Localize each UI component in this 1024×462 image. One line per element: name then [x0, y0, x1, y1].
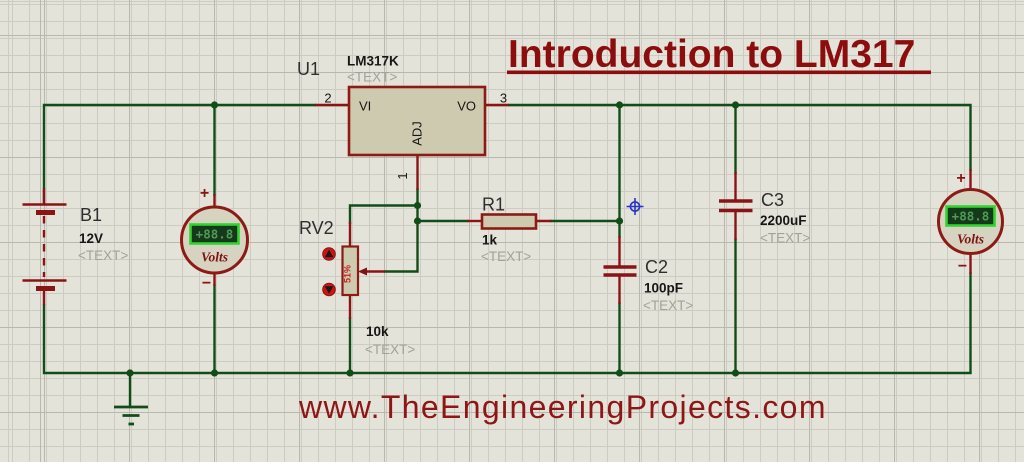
voltmeter-left-display: [189, 223, 240, 245]
wire-adj[interactable]: [384, 188, 419, 273]
junction-dot: [615, 369, 624, 377]
u1-pin-name-vo: VO: [457, 99, 476, 114]
rv2-body[interactable]: [341, 245, 360, 297]
voltmeter-right-plus-sign: +: [956, 170, 965, 187]
capacitor-c2[interactable]: C2 100pF <TEXT>: [603, 236, 694, 313]
r1-value-label: 1k: [482, 233, 498, 248]
c2-value-label: 100pF: [644, 281, 683, 296]
r1-body[interactable]: [480, 213, 538, 230]
junction-dot: [731, 101, 740, 109]
u1-pin-number-1: 1: [395, 172, 410, 179]
battery-b1[interactable]: B1 12V <TEXT>: [22, 188, 129, 305]
junction-dots: [126, 101, 740, 377]
rv2-text-placeholder: <TEXT>: [365, 342, 415, 357]
rv2-ref-label: RV2: [299, 218, 334, 238]
rv2-wiper-arrowhead: [358, 267, 367, 276]
ground-symbol[interactable]: [114, 373, 148, 426]
origin-marker: [626, 198, 644, 215]
rv2-value-label: 10k: [366, 324, 389, 339]
rv2-wiper-percent: 51%: [343, 265, 353, 283]
wire-rv2-top[interactable]: [348, 204, 418, 225]
battery-text-placeholder: <TEXT>: [78, 248, 128, 263]
voltmeter-right-unit-label: Volts: [957, 232, 984, 247]
page-title-underline: [507, 70, 931, 75]
voltmeter-right-display: [945, 205, 996, 227]
wires: [42, 103, 972, 375]
c3-text-placeholder: <TEXT>: [760, 231, 810, 246]
voltmeter-left-plus-sign: +: [200, 185, 209, 202]
junction-dot: [615, 217, 624, 225]
voltmeter-right-reading: +88.8: [952, 209, 990, 224]
r1-text-placeholder: <TEXT>: [481, 249, 531, 264]
junction-dot: [210, 369, 219, 377]
junction-dot: [413, 201, 422, 210]
voltmeter-left-reading: +88.8: [196, 227, 234, 242]
voltmeter-left-unit-label: Volts: [201, 250, 228, 265]
c2-text-placeholder: <TEXT>: [643, 298, 693, 313]
potentiometer-rv2[interactable]: 51% RV2 10k <TEXT>: [299, 218, 415, 357]
regulator-u1[interactable]: VI VO ADJ 2 3 1 U1 LM317K <TEXT>: [297, 54, 509, 191]
u1-pin-name-adj: ADJ: [410, 121, 425, 146]
voltmeter-right[interactable]: +88.8 Volts + −: [937, 169, 1004, 275]
c3-ref-label: C3: [761, 190, 784, 210]
junction-dot: [615, 101, 624, 109]
c2-ref-label: C2: [645, 257, 668, 277]
wire-top-right[interactable]: [508, 103, 972, 171]
u1-pin-number-2: 2: [324, 91, 331, 106]
junction-dot: [210, 101, 219, 109]
voltmeter-left[interactable]: +88.8 Volts + −: [180, 185, 249, 292]
u1-pin-name-vi: VI: [359, 99, 371, 114]
resistor-r1[interactable]: R1 1k <TEXT>: [467, 195, 552, 265]
c3-value-label: 2200uF: [760, 213, 807, 228]
voltmeter-left-minus-sign: −: [202, 275, 211, 292]
voltmeter-right-minus-sign: −: [958, 258, 967, 275]
u1-text-placeholder: <TEXT>: [347, 70, 397, 85]
u1-body[interactable]: [347, 85, 487, 157]
junction-dot: [346, 369, 354, 377]
junction-dot: [731, 369, 740, 377]
rv2-decrease-arrow-icon: [324, 286, 334, 294]
battery-ref-label: B1: [80, 205, 102, 225]
wire-top-left[interactable]: [42, 103, 316, 204]
page-title: Introduction to LM317: [508, 33, 915, 76]
watermark-url: www.TheEngineeringProjects.com: [298, 389, 827, 425]
rv2-increase-arrow-icon: [324, 249, 334, 258]
r1-ref-label: R1: [482, 195, 505, 215]
junction-dot: [413, 217, 422, 225]
capacitor-c3[interactable]: C3 2200uF <TEXT>: [719, 172, 810, 246]
u1-value-label: LM317K: [347, 54, 399, 69]
u1-pin-number-3: 3: [500, 91, 507, 106]
u1-ref-label: U1: [297, 59, 320, 79]
wire-bottom-rail[interactable]: [42, 272, 972, 375]
battery-value-label: 12V: [79, 231, 103, 246]
